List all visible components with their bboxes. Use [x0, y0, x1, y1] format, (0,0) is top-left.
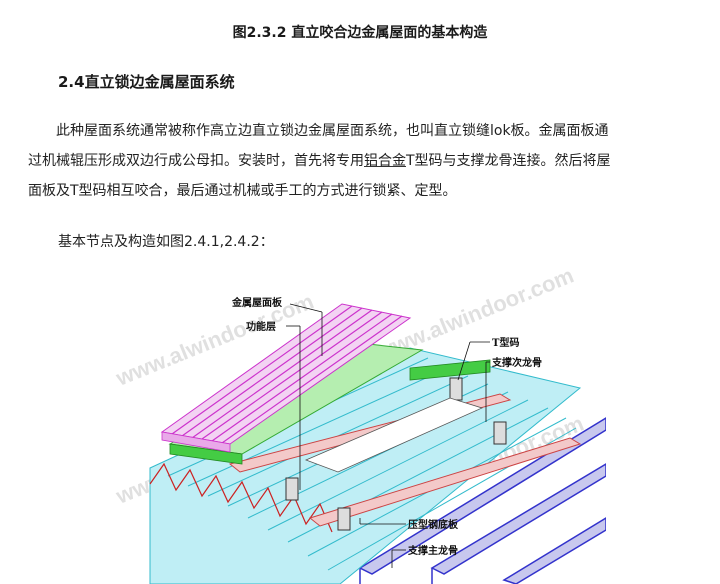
paragraph-line-3: 面板及T型码相互咬合，最后通过机械或手工的方式进行锁紧、定型。 [28, 183, 457, 199]
main-purlins [358, 417, 606, 584]
label-functional-layer: 功能层 [246, 320, 276, 333]
roof-construction-figure: www.alwindoor.com www.alwindoor.com www.… [110, 268, 606, 584]
aluminum-alloy-link[interactable]: 铝合金 [364, 153, 406, 169]
metal-roof-panel [160, 303, 412, 453]
label-t-clip: T型码 [492, 336, 519, 349]
label-profiled-steel-deck: 压型钢底板 [408, 518, 459, 531]
section-heading: 2.4直立锁边金属屋面系统 [58, 73, 235, 91]
label-secondary-purlin: 支撑次龙骨 [491, 356, 542, 369]
roof-diagram: www.alwindoor.com www.alwindoor.com www.… [110, 268, 606, 584]
paragraph-line-2-end: T型码与支撑龙骨连接。然后将屋 [406, 153, 611, 169]
label-metal-roof-panel: 金属屋面板 [231, 296, 283, 309]
nodes-intro-text: 基本节点及构造如图2.4.1,2.4.2： [58, 234, 274, 250]
figure-caption: 图2.3.2 直立咬合边金属屋面的基本构造 [232, 25, 488, 41]
paragraph-line-1: 此种屋面系统通常被称作高立边直立锁边金属屋面系统，也叫直立锁缝lok板。金属面板… [56, 123, 609, 139]
label-main-purlin: 支撑主龙骨 [407, 544, 458, 557]
roof-opening [304, 397, 484, 473]
leader-lines [286, 303, 490, 568]
paragraph-line-2: 过机械辊压形成双边行成公母扣。安装时，首先将专用铝合金T型码与支撑龙骨连接。然后… [28, 146, 698, 176]
paragraph-line-2-start: 过机械辊压形成双边行成公母扣。安装时，首先将专用 [28, 153, 364, 169]
body-paragraph: 此种屋面系统通常被称作高立边直立锁边金属屋面系统，也叫直立锁缝lok板。金属面板… [28, 116, 698, 206]
